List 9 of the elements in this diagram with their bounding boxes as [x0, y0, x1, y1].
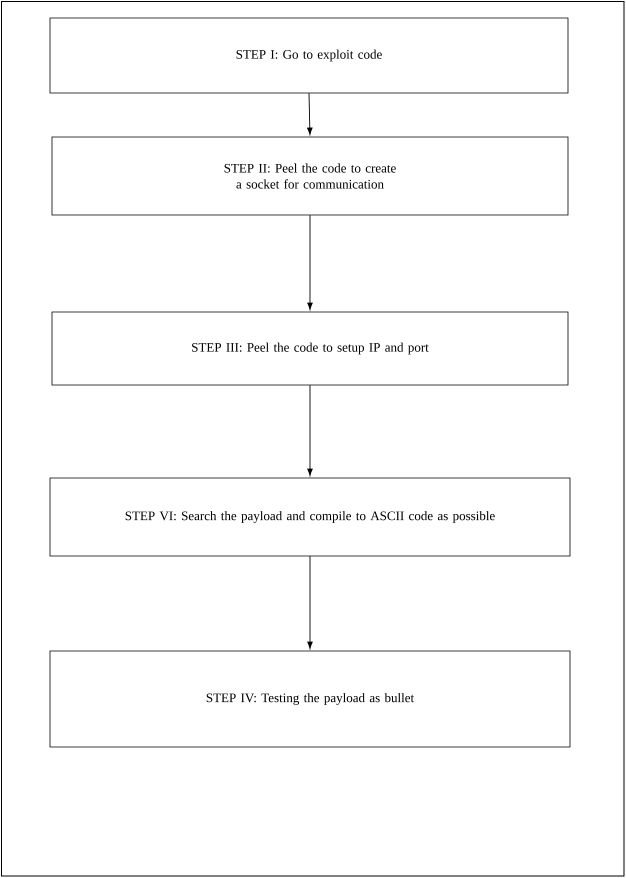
- process-box: STEP II: Peel the code to create a socket for communication: [52, 136, 568, 216]
- process-box: STEP III: Peel the code to setup IP and port: [52, 312, 568, 386]
- arrow: [307, 214, 313, 310]
- arrow: [307, 556, 313, 649]
- arrow: [307, 92, 312, 135]
- process-box: STEP VI: Search the payload and compile to ASCII code as possible: [50, 478, 570, 556]
- process-box: STEP I: Go to exploit code: [50, 18, 568, 94]
- process-box: STEP IV: Testing the payload as bullet: [50, 650, 570, 748]
- arrow: [307, 384, 313, 476]
